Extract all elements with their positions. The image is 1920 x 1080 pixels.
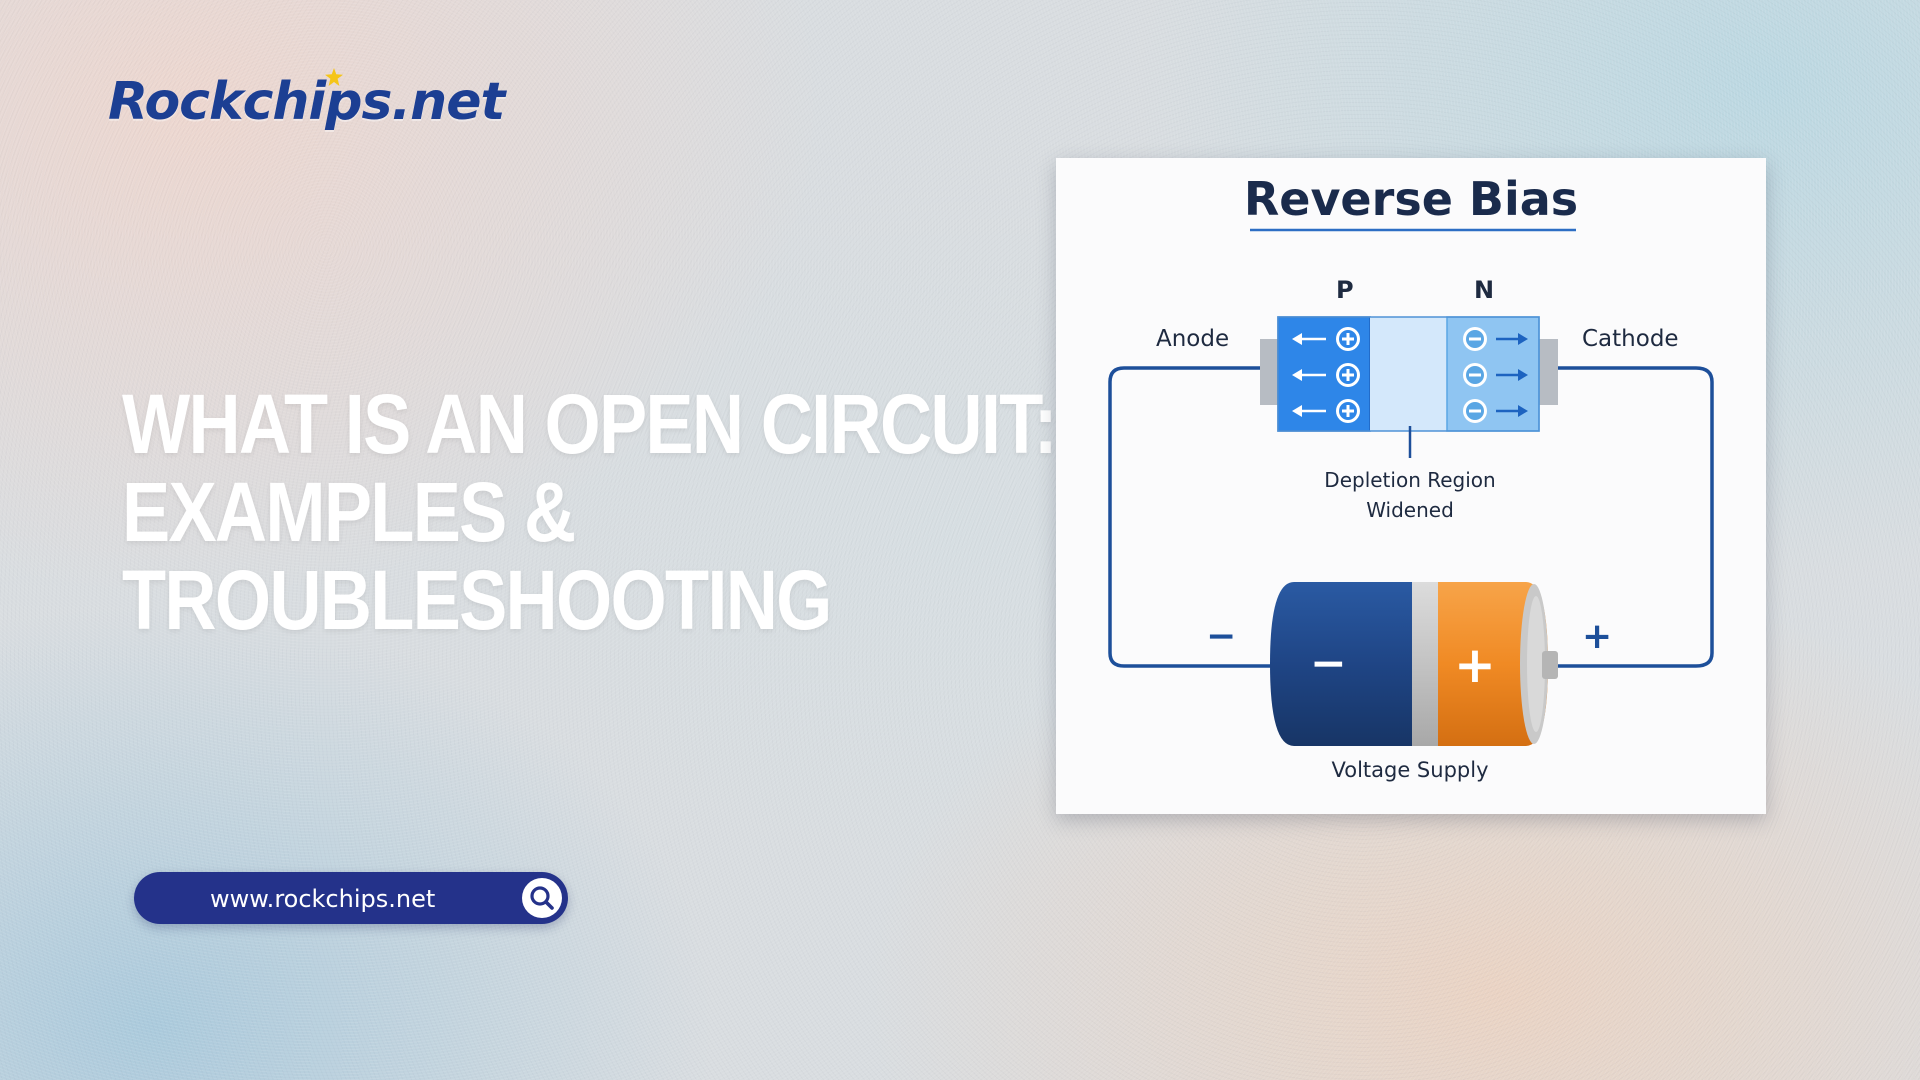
battery-cap-inner: [1527, 596, 1545, 732]
diode-outline: [1277, 316, 1540, 432]
battery-plus-sign: +: [1454, 636, 1496, 694]
depletion-label-line-1: Depletion Region: [1324, 468, 1496, 492]
battery-positive-end: [1438, 582, 1548, 746]
search-icon: [530, 886, 554, 910]
reverse-bias-diagram: Reverse Bias P N Anode Cathode Depletion…: [1056, 158, 1766, 814]
battery-label: Voltage Supply: [1331, 758, 1489, 782]
p-label: P: [1336, 276, 1354, 304]
battery-negative-end: [1270, 582, 1426, 746]
anode-label: Anode: [1156, 326, 1230, 352]
n-label: N: [1474, 276, 1495, 304]
headline-line-2: Examples &: [122, 465, 576, 559]
negative-terminal-sign: −: [1206, 616, 1237, 657]
headline-line-3: Troubleshooting: [122, 553, 832, 647]
website-url-text[interactable]: www.rockchips.net: [210, 885, 436, 913]
brand-logo[interactable]: Rockchips.net: [108, 72, 505, 132]
cathode-label: Cathode: [1582, 326, 1679, 352]
n-region-charges: [1463, 327, 1528, 423]
anode-terminal: [1260, 339, 1280, 405]
p-charge-row-3: [1292, 399, 1360, 423]
logo-star-icon: [325, 68, 343, 86]
depletion-region: [1370, 317, 1447, 431]
n-charge-row-1: [1463, 327, 1528, 351]
p-charge-row-1: [1292, 327, 1360, 351]
battery: [1270, 582, 1558, 746]
anode-wire: [1108, 366, 1276, 668]
website-url-bar[interactable]: www.rockchips.net: [134, 872, 568, 924]
diagram-title: Reverse Bias: [1243, 172, 1579, 226]
page-headline: What is an Open Circuit: Examples & Trou…: [122, 377, 1058, 647]
search-button[interactable]: [522, 878, 562, 918]
n-charge-row-2: [1463, 363, 1528, 387]
headline-line-1: What is an Open Circuit:: [122, 377, 1058, 471]
p-region-charges: [1292, 327, 1360, 423]
battery-terminal-nub: [1542, 651, 1558, 679]
battery-minus-sign: −: [1310, 638, 1347, 689]
p-charge-row-2: [1292, 363, 1360, 387]
positive-terminal-sign: +: [1582, 616, 1613, 657]
diagram-graphics: [1108, 228, 1714, 746]
battery-ring: [1412, 582, 1442, 746]
cathode-wire: [1546, 366, 1714, 668]
cathode-terminal: [1538, 339, 1558, 405]
depletion-label-line-2: Widened: [1366, 498, 1454, 522]
n-charge-row-3: [1463, 399, 1528, 423]
